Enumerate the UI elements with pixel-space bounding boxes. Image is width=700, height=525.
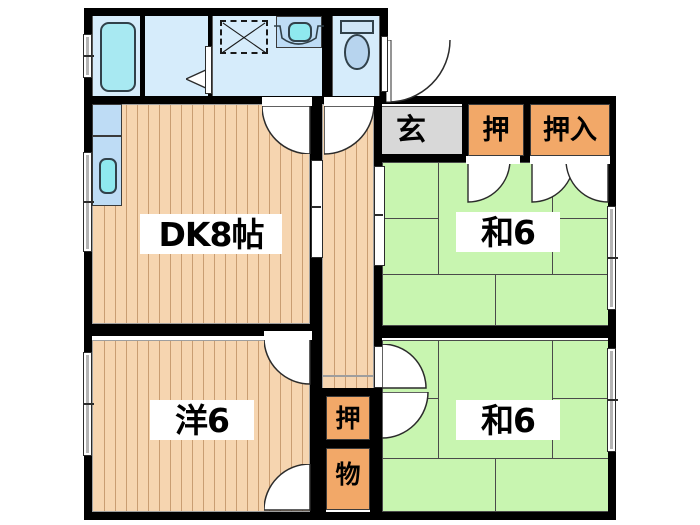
hall-closet [326, 396, 370, 440]
wood-grain-line [334, 105, 335, 375]
wood-grain-line [334, 377, 335, 389]
washing-machine-space [220, 20, 268, 54]
tatami-seam [495, 274, 496, 326]
wall [84, 8, 388, 16]
sliding-door-bar [374, 214, 383, 216]
tatami-bottom-door-swing-icon[interactable] [382, 392, 430, 440]
wall [84, 512, 616, 520]
window-bar [83, 201, 94, 203]
entrance-door-frame [381, 36, 388, 92]
wood-grain-line [137, 105, 138, 323]
wood-grain-line [302, 105, 303, 323]
bathroom-door-leaf [205, 46, 212, 94]
tatami-seam [495, 458, 496, 512]
wood-grain-line [269, 341, 270, 511]
wall [370, 388, 378, 512]
label-tatami-room-bottom: 和6 [456, 400, 560, 440]
window-bar [607, 257, 618, 259]
wall [318, 388, 326, 512]
hall-door-swing-icon[interactable] [324, 104, 374, 156]
wall [84, 96, 388, 104]
wood-grain-line [367, 105, 368, 375]
wood-grain-line [115, 341, 116, 511]
sliding-door-dk[interactable] [311, 160, 323, 258]
label-entrance: 玄 [396, 113, 426, 148]
wood-grain-line [280, 341, 281, 511]
toilet-bowl [344, 34, 370, 70]
label-closet-large: 押入 [543, 114, 597, 146]
window-bar [83, 55, 94, 57]
wood-grain-line [345, 105, 346, 375]
wall [318, 388, 378, 396]
tatami-seam [382, 458, 616, 459]
wood-grain-line [126, 105, 127, 323]
label-storage: 物 [335, 459, 361, 489]
sliding-door-tatami-top[interactable] [374, 166, 385, 266]
wood-grain-line [104, 105, 105, 323]
label-hall-closet: 押 [335, 403, 361, 433]
western-room-door-opening [264, 331, 312, 340]
closet-small-door-swing-icon[interactable] [466, 160, 520, 204]
wall [84, 96, 92, 520]
tatami-seam [438, 162, 439, 274]
wall [84, 324, 322, 336]
wall [380, 96, 616, 104]
tatami-seam [438, 340, 439, 458]
wall [374, 96, 382, 520]
wall [140, 12, 145, 102]
wood-grain-line [148, 341, 149, 511]
tatami-seam [382, 274, 616, 275]
tatami-seam [552, 340, 553, 458]
toilet-tank [340, 20, 374, 34]
wood-grain-line [302, 341, 303, 511]
dk-door-opening [262, 97, 312, 106]
closet-large-opening [530, 156, 610, 164]
storage-closet [326, 448, 370, 510]
window-bar [607, 399, 618, 401]
label-dk: DK8帖 [140, 214, 282, 254]
wood-grain-line [258, 341, 259, 511]
tatami-seam [552, 398, 616, 399]
label-western-room: 洋6 [150, 400, 254, 440]
wood-grain-line [115, 105, 116, 323]
wall [322, 8, 332, 104]
vanity-basin [288, 22, 312, 42]
wood-grain-line [345, 377, 346, 389]
tatami-bottom-door2-swing-icon[interactable] [382, 344, 428, 390]
sliding-door-bar [311, 206, 321, 208]
closet-small-opening [466, 156, 520, 164]
kitchen-counter-upper [92, 104, 122, 136]
kitchen-sink [99, 158, 117, 194]
western-room-door2-swing-icon[interactable] [264, 464, 312, 512]
wood-grain-line [356, 105, 357, 375]
bathtub [100, 22, 136, 92]
wall [462, 100, 468, 158]
label-tatami-room-top: 和6 [456, 212, 560, 252]
tatami-seam [552, 218, 616, 219]
dk-door-swing-icon[interactable] [262, 104, 312, 154]
wall [318, 440, 378, 448]
wood-grain-line [126, 341, 127, 511]
wood-grain-line [291, 105, 292, 323]
wood-grain-line [291, 341, 292, 511]
label-closet-small: 押 [482, 114, 510, 146]
closet-large-door-swing-icon[interactable] [530, 160, 610, 204]
closet-oshiire-small [468, 104, 524, 156]
wall [374, 326, 616, 338]
wood-grain-line [104, 341, 105, 511]
hall-door-opening [324, 97, 374, 106]
vanity-apron-icon [274, 25, 324, 45]
wood-grain-line [137, 341, 138, 511]
entrance-door-swing-icon [386, 40, 451, 103]
wood-grain-line [367, 377, 368, 389]
closet-oshiire-large [530, 104, 610, 156]
western-room-door-swing-icon[interactable] [264, 338, 312, 386]
tatami-seam [382, 218, 438, 219]
wall [524, 100, 530, 158]
wood-grain-line [356, 377, 357, 389]
window-bar [83, 403, 94, 405]
